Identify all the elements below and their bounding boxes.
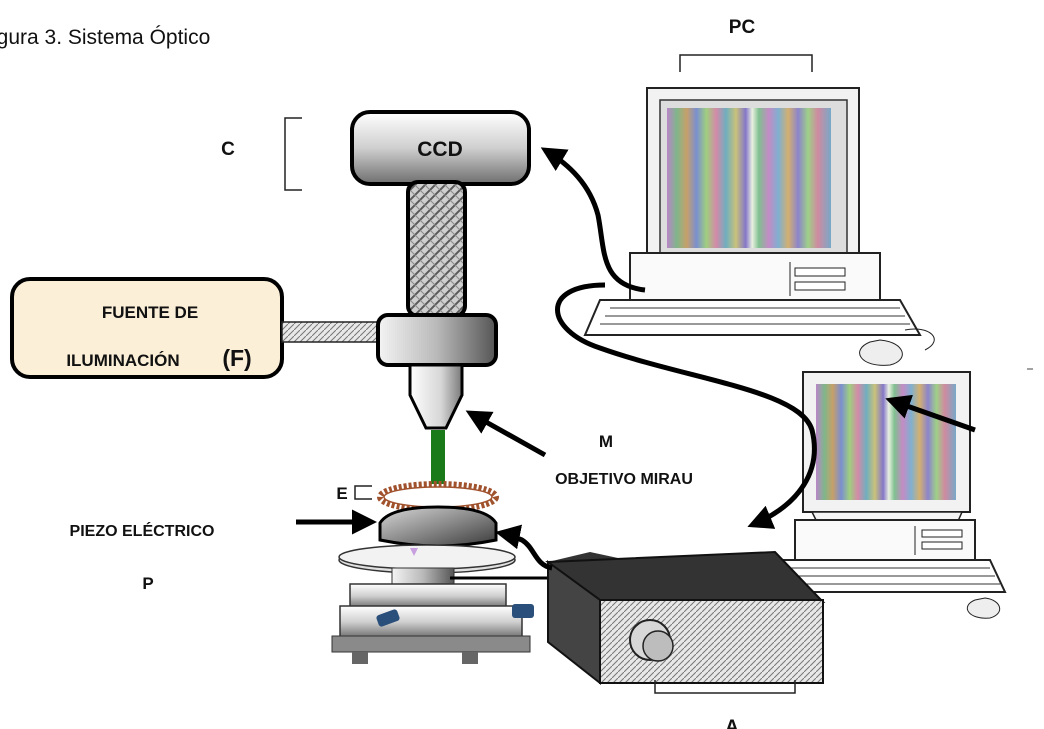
label-pc: PC [729,17,756,38]
beamsplitter-block [376,313,498,367]
fringe-image-bottom [816,384,956,500]
label-e: E [336,484,347,503]
figure-caption: igura 3. Sistema Óptico [0,26,211,49]
cable-pc-to-ccd [540,147,646,293]
amplifier [545,550,826,694]
c-bracket [284,117,302,191]
pc-bracket [679,54,813,72]
a-bracket [654,680,796,694]
fringe-image-top [667,108,831,248]
label-fuente-f: (F) [222,345,251,371]
fringe-pointer-arrow [885,394,976,433]
light-guide [281,321,383,343]
pc-computer-bottom [753,368,1033,619]
label-ccd: CCD [417,138,463,161]
ccd-camera [284,110,531,318]
pc-computer-top [583,54,935,366]
label-fuente-line2: ILUMINACIÓN [66,351,179,370]
camera-tube [406,180,467,318]
light-beam [431,430,445,484]
arrow-objective [465,410,547,458]
cable-pc-to-amplifier [555,282,817,529]
label-piezo: PIEZO ELÉCTRICO [70,521,215,540]
label-c: C [221,139,235,160]
mirau-objective [376,313,498,484]
illumination-source [10,277,383,379]
label-a: A [725,717,739,729]
label-fuente-line1: FUENTE DE [102,303,198,322]
stage-knob-right [512,604,534,618]
translation-stage [331,544,560,664]
label-p: P [142,574,153,593]
e-bracket [354,485,372,500]
connections [296,147,817,571]
piezo-element [378,505,498,548]
stage-knob-left [376,609,400,627]
objective-cone [408,363,464,430]
label-m: M [599,432,613,451]
label-objetivo-mirau: OBJETIVO MIRAU [555,471,693,488]
cable-amplifier-to-piezo [495,524,553,571]
